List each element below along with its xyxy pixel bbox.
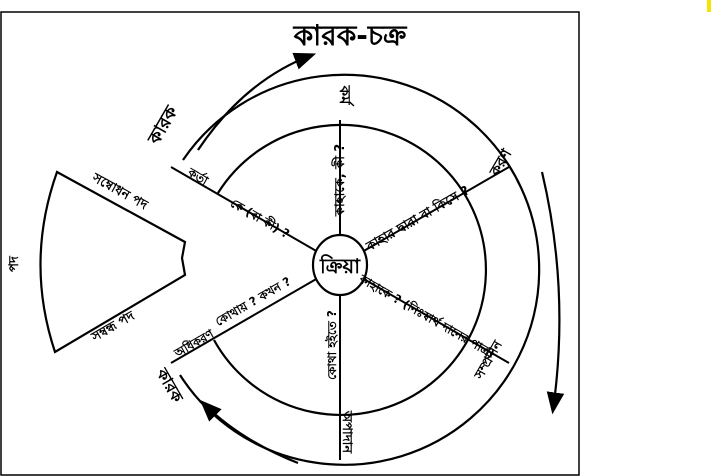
diagram-border [0,11,580,476]
question-adhikaran: কোথায় ? কখন ? [213,274,294,329]
case-label-adhikaran: অধিকরণ [171,326,217,361]
spoke-sampradan [361,277,510,364]
arrow-label-top: কারক [144,101,184,148]
spoke-adhikaran [170,277,319,364]
spokes [170,120,510,460]
diagram-title: কারক-চক্র [293,19,408,52]
arrow-right [540,171,565,415]
case-label-karma: কর্ম [336,85,355,107]
case-label-apadan: অপাদান [339,410,354,454]
arrow-label-bottom: কারক [152,364,187,406]
question-karan: কাহার দ্বারা বা কিসে ? [362,182,472,255]
arrow-bottom-left [199,399,299,465]
question-karta: কে (বা কী) ? [228,195,292,241]
outer-ring [179,73,541,466]
center-circle [311,233,369,297]
question-sampradan: কাহাকে ? (নিঃস্বার্থ দানের পাত্র) [356,271,498,361]
spoke-karan [361,166,510,253]
wedge-shape [39,170,187,354]
inner-ring [213,123,487,416]
case-label-karan: করণ [485,145,515,180]
question-apadan: কোথা হইতে ? [324,310,339,380]
case-label-karta: কর্তা [185,164,212,188]
wedge-label-side: পদ [7,255,22,272]
question-karma: কাহাকে, কী ? [331,144,348,217]
center-label: ক্রিয়া [319,254,361,278]
arrow-top [197,52,317,151]
yellow-marker [707,0,711,12]
spoke-karta [170,166,319,253]
